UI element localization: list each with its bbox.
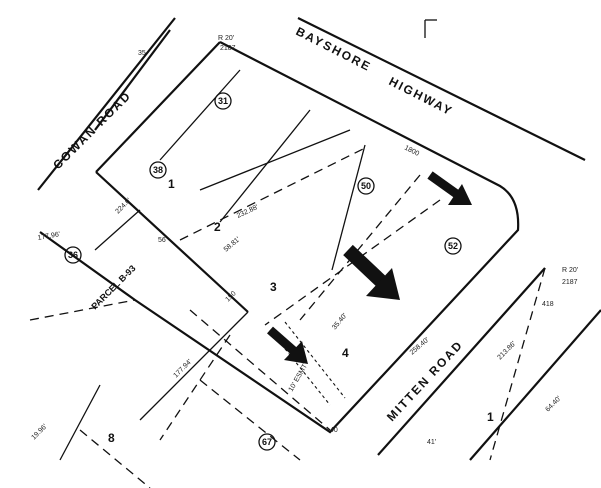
road-highway: HIGHWAY [387, 74, 456, 118]
dim-2187a: 2187 [220, 45, 236, 52]
lot-2: 2 [214, 220, 221, 234]
circle-50: 50 [357, 177, 375, 195]
dim-25840: 258.40' [409, 337, 431, 357]
dim-40: 40 [330, 427, 338, 434]
lot-3: 3 [270, 280, 277, 294]
dim-21386: 213.86' [496, 340, 517, 361]
dim-418: 418 [542, 301, 554, 308]
road-lines [37, 17, 601, 461]
svg-text:31: 31 [218, 96, 228, 106]
arrow-right-top-icon [427, 171, 472, 205]
dim-5881: 58.81' [223, 236, 242, 253]
dim-6440: 64.40' [544, 395, 562, 413]
svg-text:36: 36 [68, 250, 78, 260]
dim-35: 35 [138, 50, 146, 57]
lot-1b: 1 [487, 410, 494, 424]
lot-8: 8 [108, 431, 115, 445]
svg-text:67: 67 [262, 437, 272, 447]
easement-label: 10' ESMT [288, 362, 310, 393]
circle-38: 38 [149, 161, 167, 179]
dim-41: 41' [427, 439, 436, 446]
block-boundary [39, 41, 520, 434]
svg-text:50: 50 [361, 181, 371, 191]
circle-31: 31 [214, 92, 232, 110]
road-cowan: COWAN ROAD [50, 88, 134, 172]
parcel-label: PARCEL B-93 [89, 263, 137, 311]
svg-text:38: 38 [153, 165, 163, 175]
arrows [267, 171, 472, 364]
lot-4: 4 [342, 346, 349, 360]
dim-2187b: 2187 [562, 279, 578, 286]
circle-67: 67 [258, 433, 276, 451]
arrow-center-icon [343, 244, 400, 300]
circle-36: 36 [64, 246, 82, 264]
dim-1800: 1800 [403, 145, 420, 158]
arrow-bottom-icon [267, 326, 308, 364]
svg-text:52: 52 [448, 241, 458, 251]
dim-r20b: R 20' [562, 267, 578, 274]
lot-1: 1 [168, 177, 175, 191]
dim-2240: 224.0' [114, 197, 132, 215]
dim-17996: 177.96' [37, 231, 61, 242]
dim-56: 56 [158, 237, 166, 244]
dim-r20a: R 20' [218, 35, 234, 42]
dim-3540: 35.40' [331, 312, 348, 331]
lot-lines [29, 69, 546, 488]
dim-1996: 19.96' [30, 423, 48, 441]
circle-52: 52 [444, 237, 462, 255]
road-mitten: MITTEN ROAD [384, 337, 466, 424]
